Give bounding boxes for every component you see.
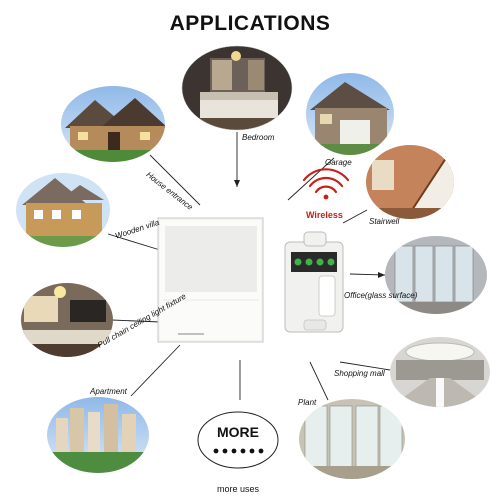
garage-label: Garage bbox=[325, 158, 352, 167]
more-uses-caption: more uses bbox=[216, 484, 260, 494]
connector-lines bbox=[107, 132, 391, 401]
more-bubble bbox=[197, 411, 279, 469]
apartment-photo bbox=[47, 397, 149, 473]
office-glass-photo bbox=[385, 236, 487, 314]
plant-label: Plant bbox=[298, 398, 317, 407]
more-dots bbox=[213, 448, 264, 454]
wall-switch-panel bbox=[157, 217, 264, 343]
stairwell-photo bbox=[366, 145, 454, 219]
shopping-mall-photo bbox=[390, 337, 490, 407]
wireless-receiver-module bbox=[284, 231, 344, 333]
house-entrance-photo bbox=[61, 86, 165, 162]
bedroom-photo bbox=[182, 46, 292, 130]
shopping-mall-label: Shopping mall bbox=[334, 369, 385, 378]
wireless-signal-icon bbox=[302, 168, 350, 194]
plant-photo bbox=[299, 399, 405, 479]
wooden-villa-photo bbox=[16, 173, 110, 247]
wireless-label: Wireless bbox=[306, 210, 343, 220]
page-title: APPLICATIONS bbox=[169, 12, 331, 35]
connector-arrowheads bbox=[234, 180, 385, 278]
apartment-label: Apartment bbox=[90, 387, 127, 396]
office-label: Office(glass surface) bbox=[344, 291, 418, 300]
stairwell-label: Stairwell bbox=[369, 217, 400, 226]
more-label: MORE bbox=[217, 424, 259, 440]
bedroom-label: Bedroom bbox=[242, 133, 275, 142]
chandelier-room-photo bbox=[21, 283, 113, 357]
garage-photo bbox=[306, 73, 394, 155]
wireless-dot bbox=[323, 194, 329, 200]
